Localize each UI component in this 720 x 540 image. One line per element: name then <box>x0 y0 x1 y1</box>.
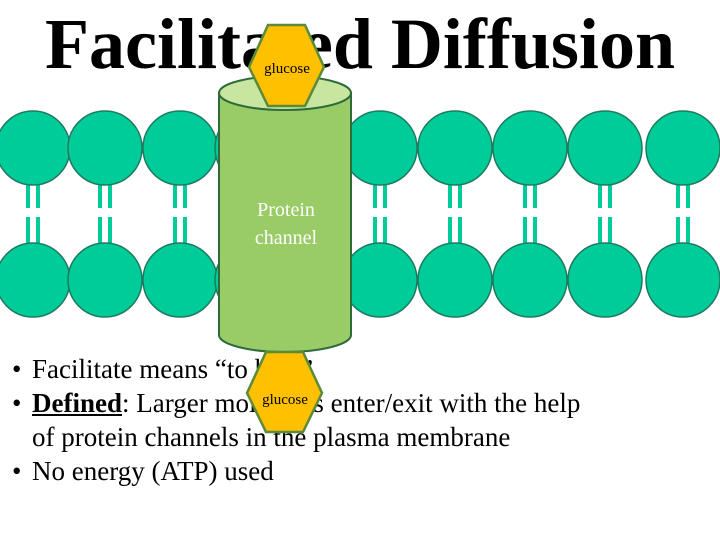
slide-title: Facilitated Diffusion <box>45 4 675 84</box>
glucose-molecule-top: glucose <box>247 23 326 108</box>
phospholipid-head <box>0 110 71 186</box>
defined-term: Defined <box>32 388 122 418</box>
bullet-item: • Facilitate means “to help” <box>12 352 712 386</box>
phospholipid-head <box>67 242 143 318</box>
protein-channel: Protein channel <box>218 75 352 353</box>
phospholipid-head <box>492 110 568 186</box>
phospholipid-head <box>567 110 643 186</box>
phospholipid-head <box>0 242 71 318</box>
bullet-item: • No energy (ATP) used <box>12 454 712 488</box>
phospholipid-head <box>417 242 493 318</box>
phospholipid-head <box>492 242 568 318</box>
phospholipid-head <box>142 242 218 318</box>
phospholipid-head <box>567 242 643 318</box>
phospholipid-head <box>67 110 143 186</box>
phospholipid-head <box>645 110 720 186</box>
channel-label-line1: Protein <box>257 199 315 221</box>
bullet-list: • Facilitate means “to help” • Defined: … <box>12 352 712 488</box>
bullet-dot: • <box>12 354 22 384</box>
phospholipid-head <box>417 110 493 186</box>
bullet-text: Facilitate means “to help” <box>32 354 314 384</box>
phospholipid-head <box>142 110 218 186</box>
bullet-text: No energy (ATP) used <box>32 456 274 486</box>
phospholipid-head <box>342 242 418 318</box>
phospholipid-head <box>645 242 720 318</box>
bullet-text-continuation: of protein channels in the plasma membra… <box>32 422 511 452</box>
bullet-text: : Larger molecules enter/exit with the h… <box>122 388 581 418</box>
glucose-hexagon <box>247 23 326 108</box>
bullet-dot: • <box>12 388 22 418</box>
bullet-dot: • <box>12 456 22 486</box>
glucose-label-top: glucose <box>264 61 310 77</box>
channel-body <box>218 92 352 353</box>
phospholipid-head <box>342 110 418 186</box>
phospholipid-bilayer <box>0 110 720 318</box>
bullet-item: • Defined: Larger molecules enter/exit w… <box>12 386 712 454</box>
channel-label-line2: channel <box>255 227 318 249</box>
